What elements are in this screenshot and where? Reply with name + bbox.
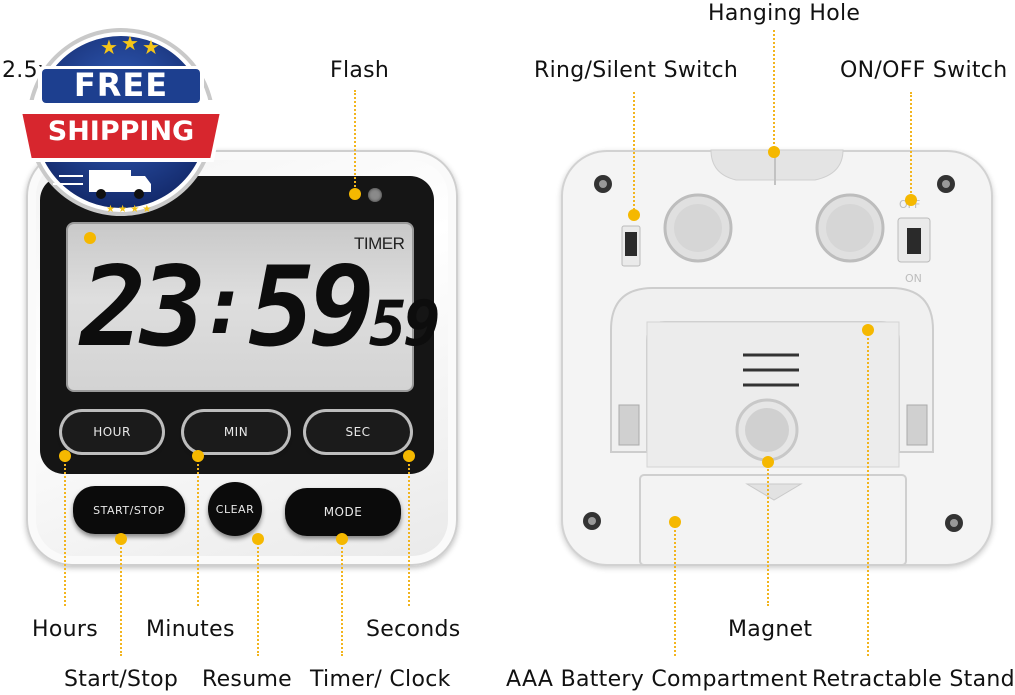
badge-graphic: ★ ★ ★ ★ ★ ★ ★ — [16, 28, 226, 216]
seconds-dot — [403, 450, 415, 462]
callout-timer-clock: Timer/ Clock — [310, 667, 451, 692]
magnet-dot — [762, 456, 774, 468]
svg-text:★: ★ — [121, 31, 139, 55]
callout-on-off: ON/OFF Switch — [840, 58, 1008, 83]
callout-ring-silent: Ring/Silent Switch — [534, 58, 739, 83]
star-icon: ★ — [100, 35, 118, 59]
minutes-dot — [192, 450, 204, 462]
timer-back-details — [583, 149, 963, 566]
hanging-hole-notch — [710, 149, 844, 181]
flash-led — [368, 188, 382, 202]
seconds-leader — [408, 456, 410, 606]
clear-button[interactable]: CLEAR — [208, 482, 262, 536]
min-button[interactable]: MIN — [184, 412, 288, 452]
callout-start-stop: Start/Stop — [64, 667, 179, 692]
callout-hanging-hole: Hanging Hole — [708, 1, 861, 26]
callout-stand: Retractable Stand — [812, 667, 1015, 692]
hanging-hole-dot — [768, 146, 780, 158]
sec-button[interactable]: SEC — [306, 412, 410, 452]
flash-leader — [354, 90, 356, 194]
lcd-hours: 23 — [80, 243, 206, 371]
magnet-leader — [767, 462, 769, 606]
hanging-hole-leader — [773, 30, 775, 152]
free-shipping-badge: ★ ★ ★ ★ ★ ★ ★ FREE SHIPPING — [14, 22, 228, 218]
lcd-time-digits: 23:5959 — [80, 252, 441, 362]
delivery-truck-icon — [53, 170, 151, 199]
hour-button[interactable]: HOUR — [62, 412, 162, 452]
resume-leader — [257, 540, 259, 656]
lcd-colon: : — [200, 259, 249, 352]
lcd-display: TIMER 23:5959 — [66, 222, 441, 392]
mode-button[interactable]: MODE — [285, 488, 401, 536]
start-stop-button[interactable]: START/STOP — [73, 486, 185, 534]
callout-resume: Resume — [202, 667, 293, 692]
lcd-seconds: 59 — [369, 287, 441, 360]
stand-dot — [862, 324, 874, 336]
stand-leader — [867, 330, 869, 656]
badge-free-text: FREE — [73, 66, 169, 104]
lcd-mode-label: TIMER — [354, 234, 405, 253]
badge-shipping-text: SHIPPING — [47, 116, 195, 147]
display-dot — [84, 232, 96, 244]
callout-flash: Flash — [330, 58, 390, 83]
on-off-leader — [910, 92, 912, 200]
callout-battery: AAA Battery Compartment — [506, 667, 808, 692]
lcd-minutes: 59 — [248, 243, 375, 371]
start-stop-dot — [115, 533, 127, 545]
svg-text:★: ★ — [142, 35, 160, 59]
timer-clock-leader — [341, 540, 343, 656]
callout-minutes: Minutes — [146, 617, 235, 642]
callout-seconds: Seconds — [366, 617, 461, 642]
hours-dot — [59, 450, 71, 462]
flash-dot — [349, 188, 361, 200]
on-mark: ON — [905, 272, 922, 285]
callout-hours: Hours — [32, 617, 98, 642]
hours-leader — [64, 456, 66, 606]
resume-dot — [252, 533, 264, 545]
timer-clock-dot — [336, 533, 348, 545]
start-stop-leader — [120, 540, 122, 656]
svg-text:★ ★ ★ ★: ★ ★ ★ ★ — [106, 204, 151, 215]
ring-silent-leader — [633, 92, 635, 214]
ring-silent-dot — [628, 209, 640, 221]
minutes-leader — [197, 456, 199, 606]
battery-dot — [669, 516, 681, 528]
battery-compartment-cover — [639, 474, 907, 566]
on-off-dot — [905, 194, 917, 206]
callout-magnet: Magnet — [728, 617, 813, 642]
battery-leader — [674, 522, 676, 656]
